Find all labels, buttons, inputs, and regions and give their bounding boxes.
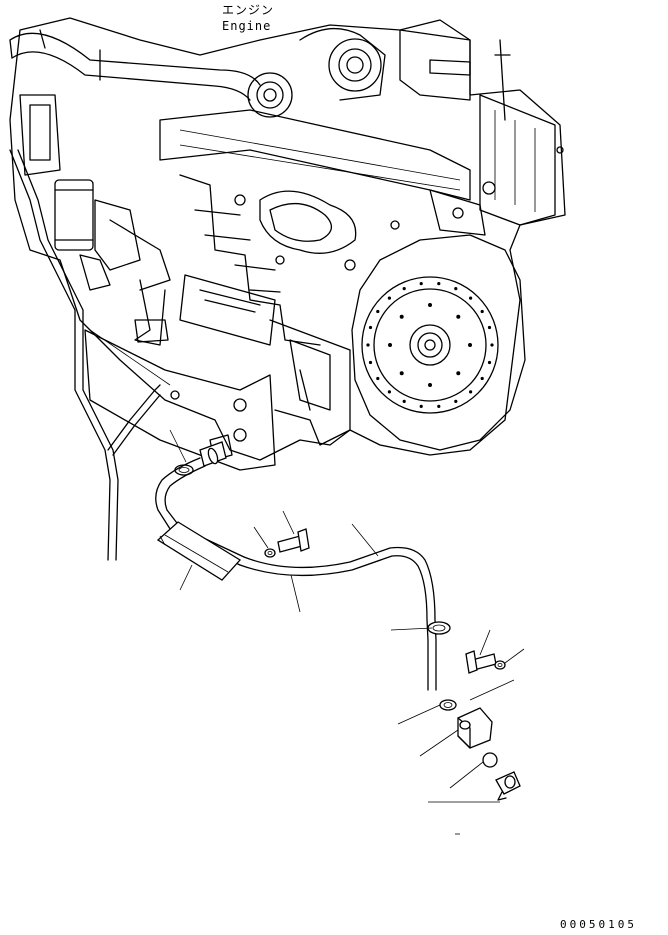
flywheel-bolt-hole — [487, 325, 492, 330]
flywheel-bolt-hole — [469, 296, 473, 300]
engine-label-english: Engine — [222, 19, 272, 33]
flywheel-bolt-hole — [376, 376, 380, 381]
drain-hose-assembly — [155, 441, 521, 801]
flywheel-inner-hole — [428, 383, 432, 387]
flywheel-inner-hole — [456, 371, 461, 376]
flywheel-bolt-hole — [368, 360, 373, 365]
flywheel-inner-hole — [468, 343, 472, 347]
bolt-and-washer-lower — [465, 650, 506, 674]
flywheel-bolt-hole — [454, 399, 458, 403]
flywheel-bolt-hole — [437, 282, 441, 286]
flywheel-bolt-hole — [480, 309, 484, 314]
drain-hose-left — [9, 149, 161, 561]
flywheel-inner-hole — [399, 371, 404, 376]
flywheel-bolt-hole — [480, 376, 484, 381]
flywheel-bolt-hole — [376, 309, 380, 314]
flywheel-bolt-hole — [487, 360, 492, 365]
flywheel-bolt-hole — [366, 343, 370, 347]
flywheel-inner-hole — [428, 303, 432, 307]
flywheel-bolt-hole — [469, 390, 473, 394]
flywheel-bolt-hole — [402, 287, 406, 291]
flywheel-bolt-hole — [454, 287, 458, 291]
flywheel-bolt-hole — [387, 296, 391, 300]
flywheel-bolt-hole — [490, 343, 494, 347]
flywheel-inner-hole — [388, 343, 392, 347]
flywheel-inner-hole — [399, 314, 404, 319]
flywheel-bolt-hole — [387, 390, 391, 394]
flywheel-bolt-hole — [368, 325, 373, 330]
flywheel-inner-hole — [456, 314, 461, 319]
flywheel-bolt-hole — [419, 282, 423, 286]
engine-label-japanese: エンジン — [222, 3, 275, 17]
flywheel-bolt-holes — [366, 282, 494, 408]
leader-lines — [159, 429, 525, 835]
bolt-and-washer-upper — [264, 528, 310, 558]
flywheel-bolt-hole — [437, 404, 441, 408]
flywheel-bolt-hole — [419, 404, 423, 408]
drawing-number: 00050105 — [560, 918, 637, 931]
engine-assembly — [9, 17, 566, 471]
flywheel-bolt-hole — [402, 399, 406, 403]
